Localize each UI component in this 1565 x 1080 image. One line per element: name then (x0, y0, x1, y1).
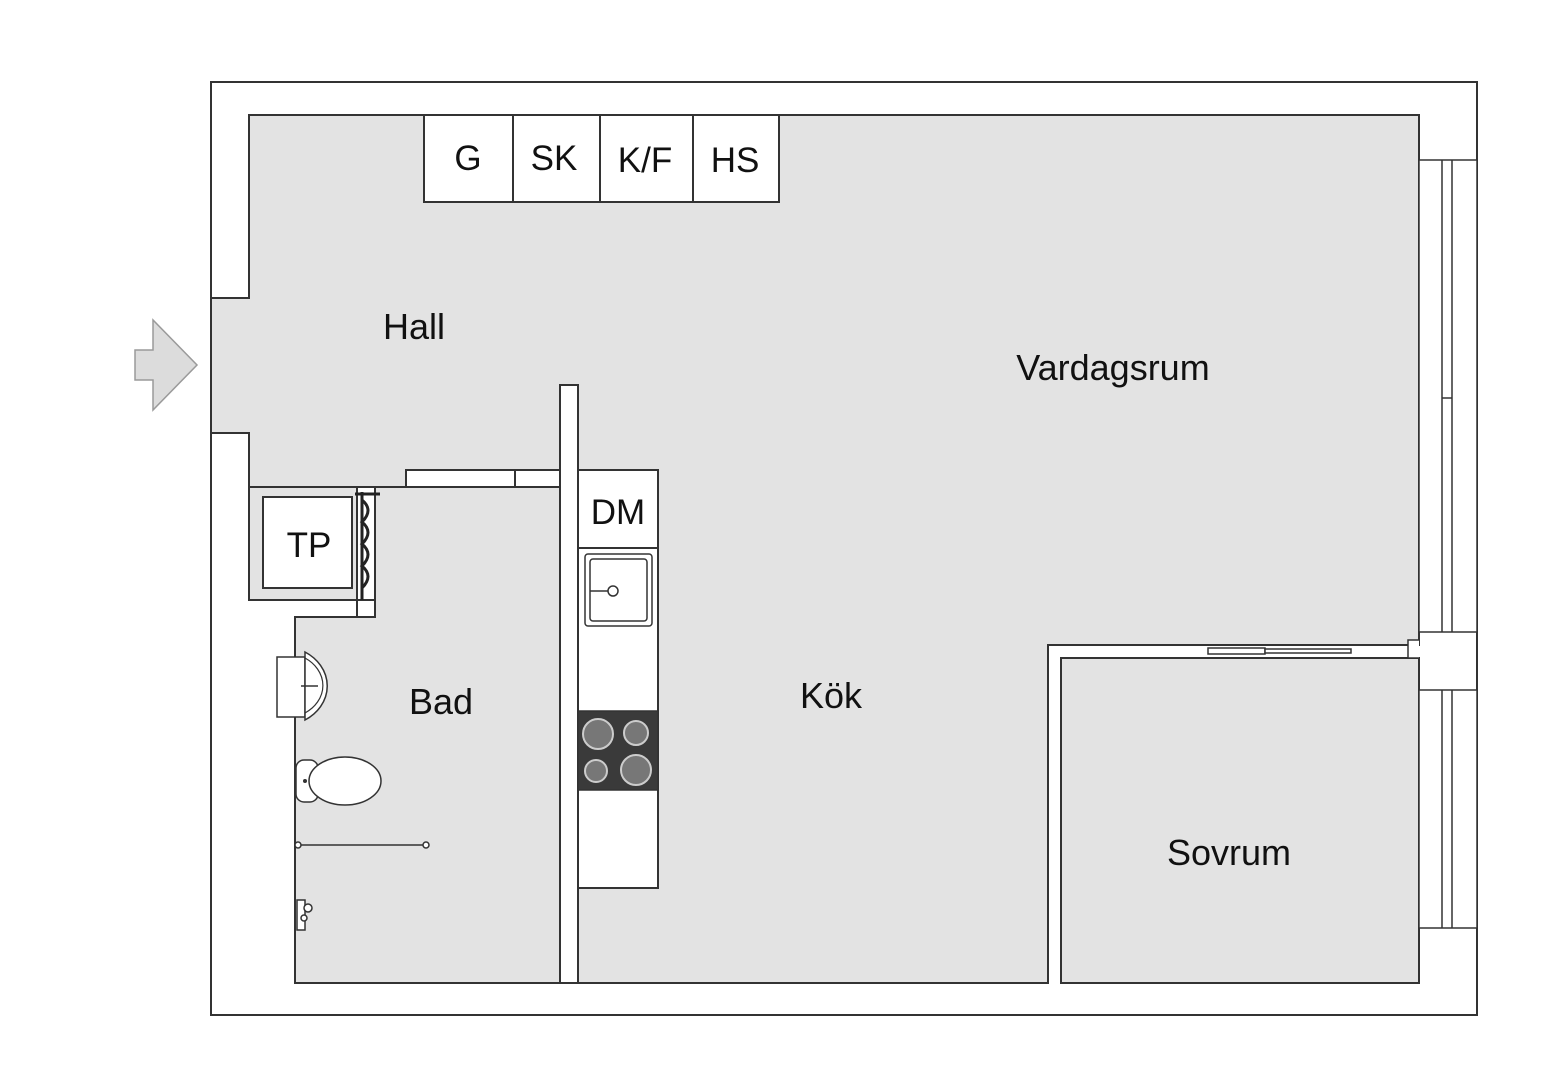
floor-sovrum (1060, 657, 1420, 984)
tp-wall (356, 599, 376, 618)
tp-box (262, 496, 353, 589)
room-label-kok: Kök (800, 675, 863, 716)
shower-tap-icon (296, 899, 313, 931)
room-label-hall: Hall (383, 306, 445, 347)
towel-radiator-icon (355, 492, 380, 600)
room-label-vardagsrum: Vardagsrum (1016, 347, 1209, 388)
entrance-arrow-icon (134, 318, 199, 412)
room-label-sovrum: Sovrum (1167, 832, 1291, 873)
cabinet-row (423, 114, 780, 203)
fixture-label-hs: HS (711, 141, 760, 180)
window-right-lower (1418, 689, 1478, 929)
room-label-bad: Bad (409, 681, 473, 722)
fixture-label-dm: DM (591, 493, 645, 532)
kitchen-sink-icon (584, 553, 653, 627)
kitchen-wall (559, 384, 579, 984)
cabinet-g (423, 114, 514, 203)
kitchen-wall-stub (514, 469, 561, 488)
cabinet-sk (512, 114, 601, 203)
cabinet-hs (692, 114, 780, 203)
window-right-upper (1418, 159, 1478, 633)
shower-rail-icon (294, 841, 430, 849)
fixture-label-tp: TP (287, 526, 332, 565)
washbasin-icon (276, 650, 328, 722)
fixture-label-kf: K/F (618, 141, 672, 180)
sliding-door-track (1264, 648, 1352, 654)
sliding-door (1207, 647, 1266, 655)
kitchen-counter (577, 469, 659, 889)
fixture-label-sk: SK (531, 139, 578, 178)
cabinet-kf (599, 114, 694, 203)
fixture-label-g: G (454, 139, 481, 178)
toilet-icon (295, 756, 382, 806)
wall-notch (1407, 639, 1419, 659)
stove-icon (577, 710, 659, 791)
